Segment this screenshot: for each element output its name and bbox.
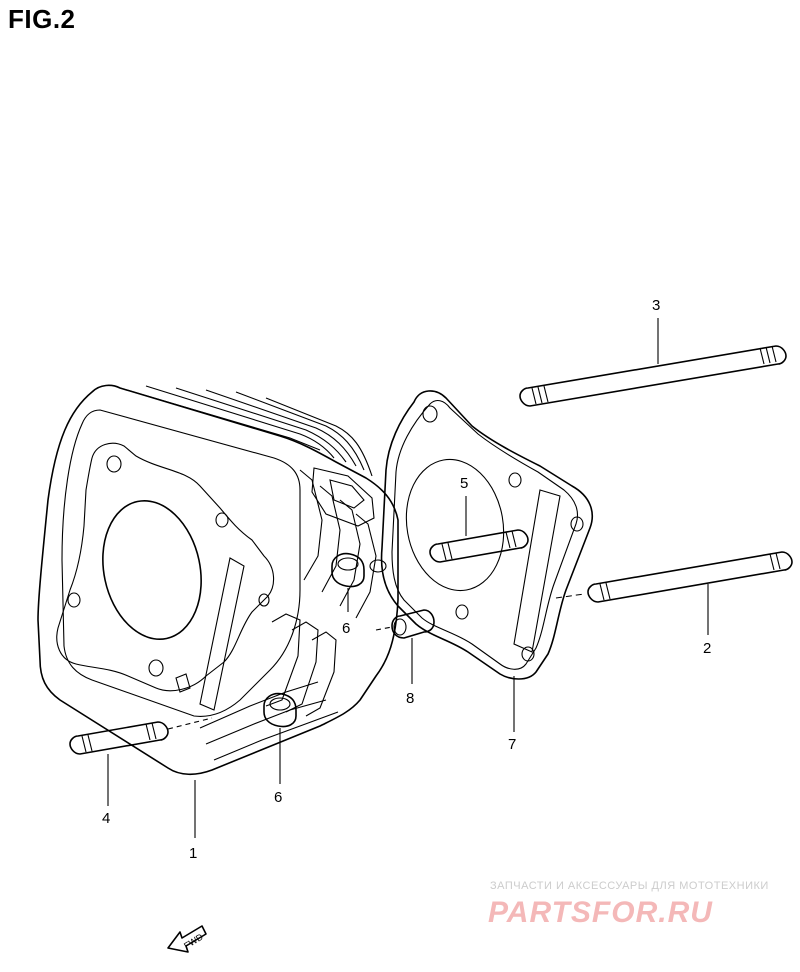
stud-bolt-short	[429, 529, 529, 563]
callout-6-upper: 6	[342, 620, 350, 637]
callout-7: 7	[508, 736, 516, 753]
stud-bolt-long-upper	[519, 345, 787, 407]
callout-5: 5	[460, 475, 468, 492]
figure-title: FIG.2	[8, 4, 76, 34]
stud-bolt-front	[69, 717, 213, 755]
cylinder-gasket-part	[380, 390, 594, 680]
callout-6-lower: 6	[274, 789, 282, 806]
watermark-text: ЗАПЧАСТИ И АКСЕССУАРЫ ДЛЯ МОТОТЕХНИКИ	[490, 880, 769, 892]
cylinder-part	[37, 384, 399, 776]
callout-1: 1	[189, 845, 197, 862]
callout-3: 3	[652, 297, 660, 314]
dowel-pin-lower	[263, 692, 297, 728]
watermark-logo: PARTSFOR.RU	[488, 896, 713, 929]
callout-4: 4	[102, 810, 110, 827]
callout-8: 8	[406, 690, 414, 707]
dowel-pin-small	[375, 609, 435, 639]
forward-label: FWD	[182, 931, 205, 951]
dowel-pin-upper	[331, 552, 387, 588]
forward-direction-arrow-icon: FWD	[167, 925, 207, 953]
callout-2: 2	[703, 640, 711, 657]
stud-bolt-long-lower	[555, 551, 793, 603]
